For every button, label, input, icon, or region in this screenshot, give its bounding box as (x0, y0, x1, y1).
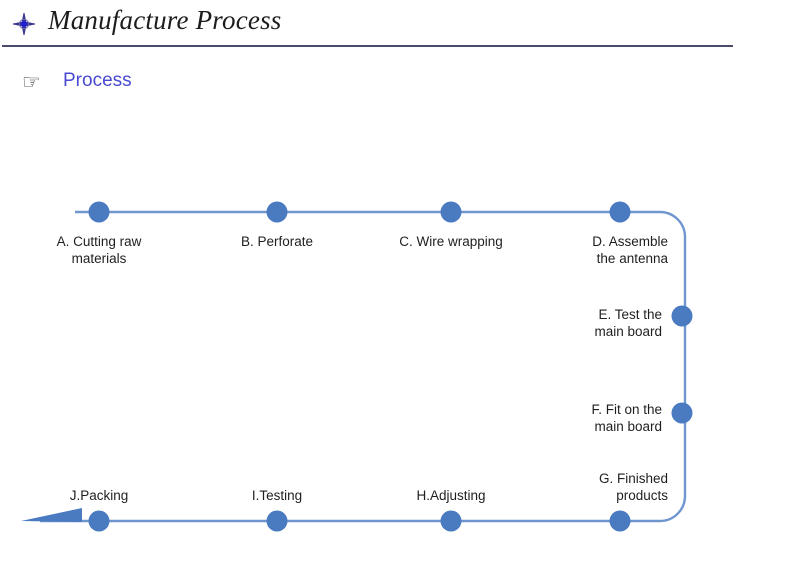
flow-node-h (440, 510, 462, 532)
subheading-label: Process (63, 70, 132, 91)
flow-label-d: D. Assemble the antenna (592, 234, 668, 266)
flow-label-e: E. Test the main board (594, 307, 662, 339)
hand-pointer-icon: ☞ (22, 71, 41, 94)
flow-node-f (671, 402, 693, 424)
header-divider (2, 45, 733, 47)
page-title: Manufacture Process (48, 5, 282, 35)
flow-node-a (88, 201, 110, 223)
flow-label-i: I.Testing (251, 488, 303, 503)
flow-node-d (609, 201, 631, 223)
flow-label-a: A. Cutting raw materials (56, 234, 142, 266)
flow-label-c: C. Wire wrapping (399, 234, 503, 249)
flow-node-e (671, 305, 693, 327)
flow-label-b: B. Perforate (240, 234, 314, 249)
flow-node-g (609, 510, 631, 532)
flow-arrowhead-icon (21, 508, 82, 522)
flow-label-g: G. Finished products (598, 471, 668, 503)
slide-header: Manufacture Process (0, 0, 802, 48)
flow-node-b (266, 201, 288, 223)
flow-node-j (88, 510, 110, 532)
flow-node-i (266, 510, 288, 532)
flow-label-h: H.Adjusting (416, 488, 486, 503)
flow-label-j: J.Packing (69, 488, 129, 503)
flow-node-c (440, 201, 462, 223)
compass-bullet-icon (12, 12, 36, 36)
flow-label-f: F. Fit on the main board (591, 402, 662, 434)
